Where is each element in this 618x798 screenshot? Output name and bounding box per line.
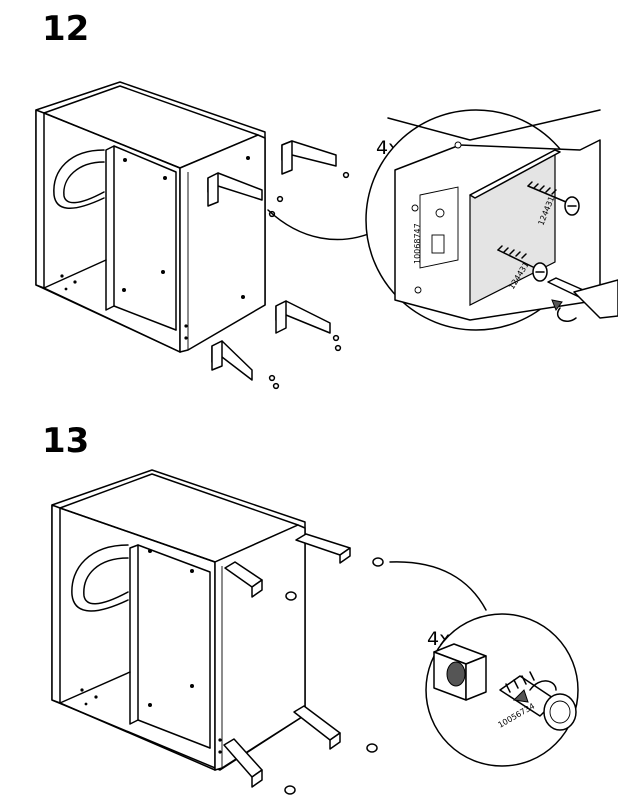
part-code-bracket: 10068747 (413, 223, 422, 264)
step-13-cabinet (51, 469, 306, 771)
step-12-cabinet (35, 81, 266, 353)
step-12-detail-callout (267, 109, 618, 331)
step-number-12: 12 (42, 9, 90, 49)
step-13-detail-callout (389, 561, 579, 767)
step-number-13: 13 (42, 421, 90, 461)
step-12-leg-brackets (207, 140, 350, 390)
step-13-legs (223, 533, 384, 795)
